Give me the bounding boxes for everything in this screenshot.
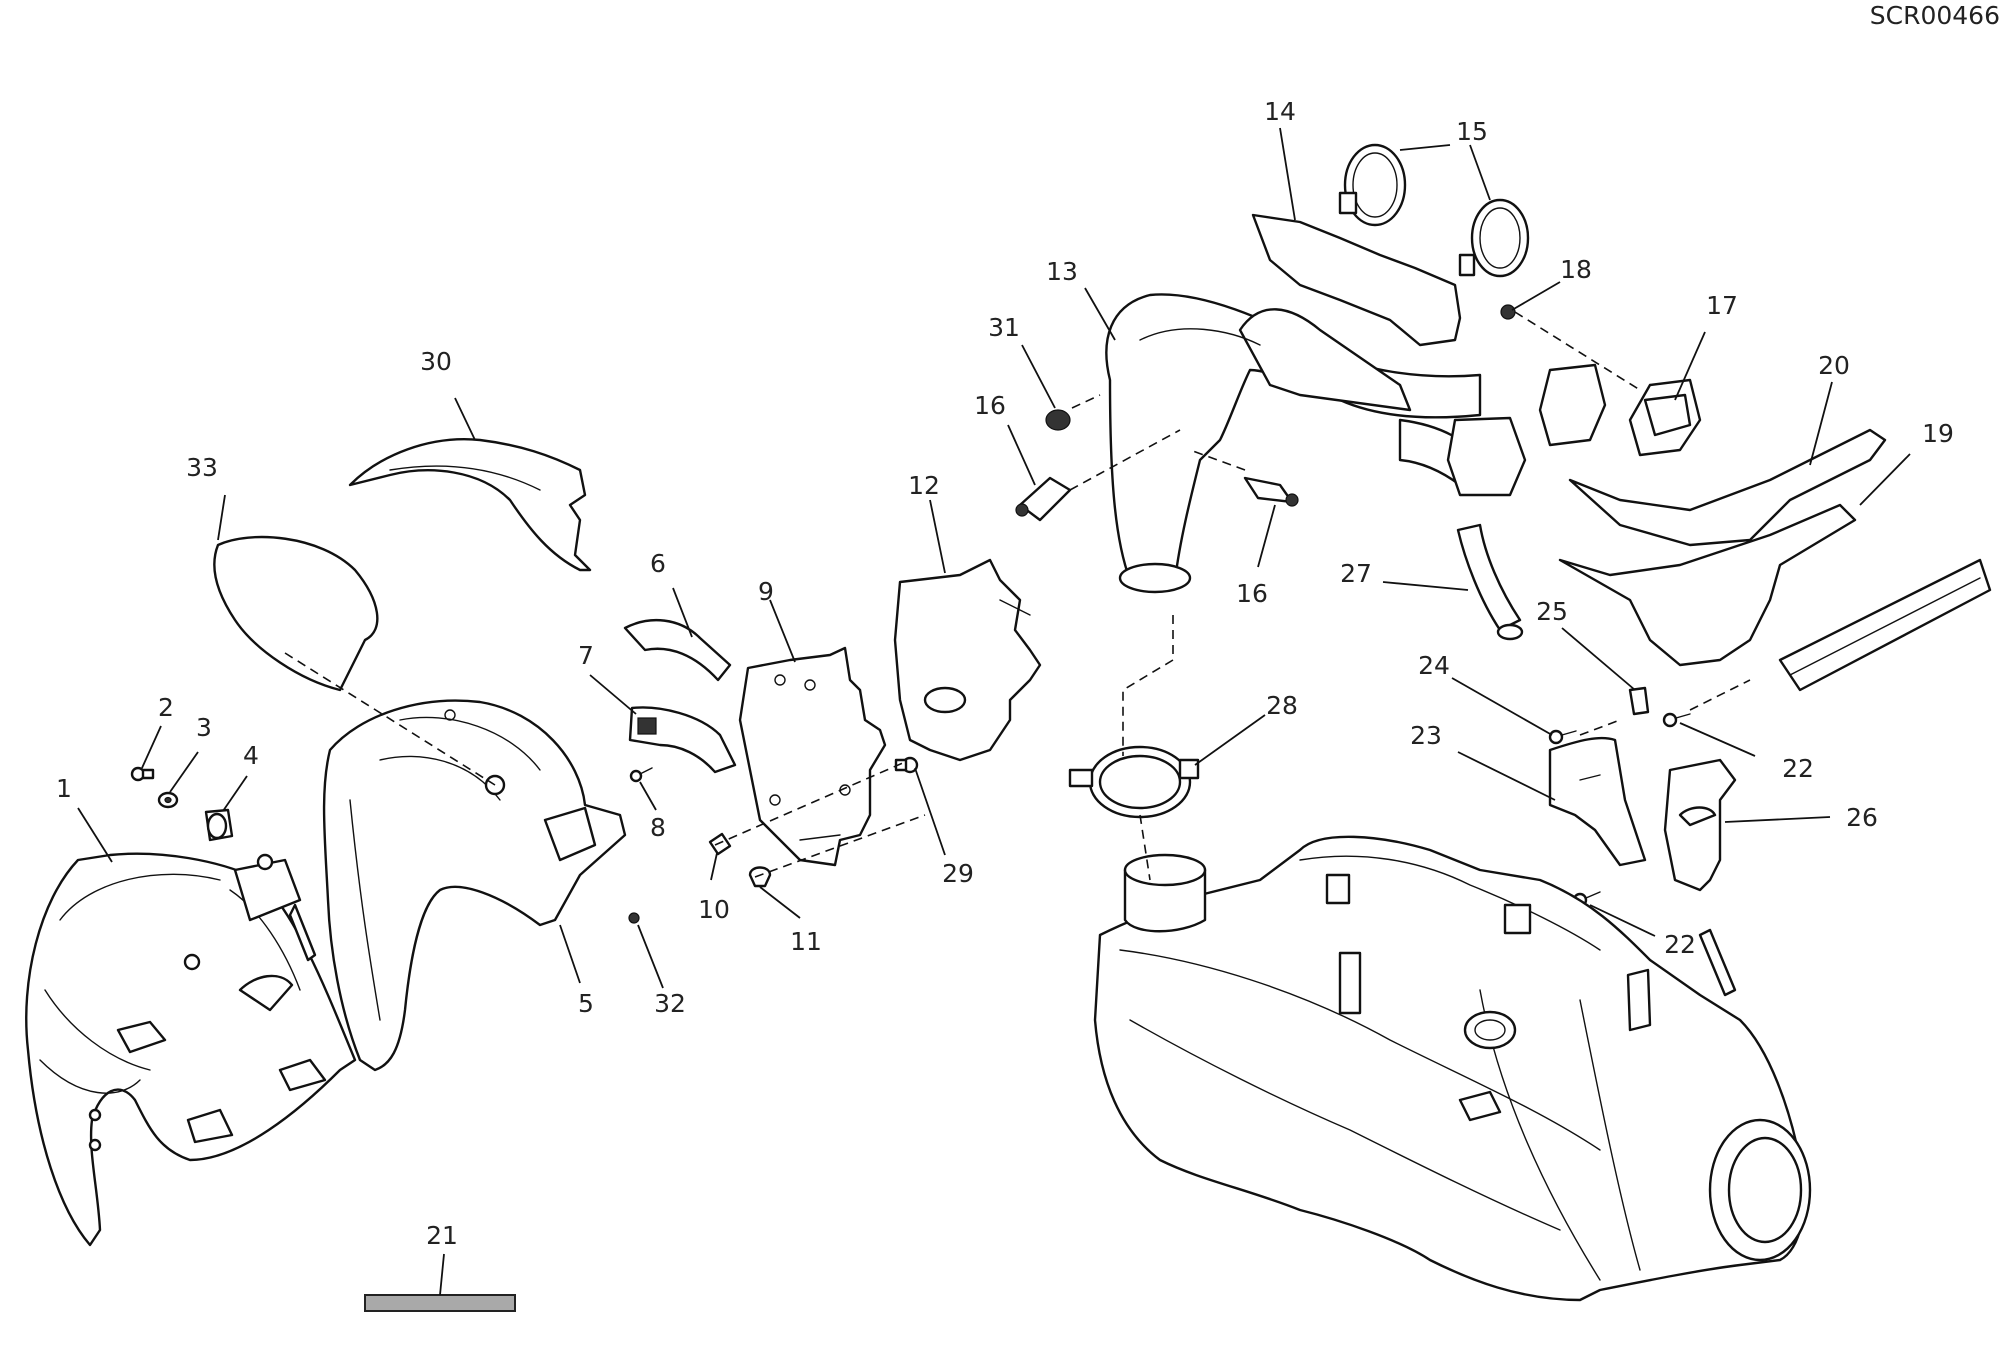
part-31-grommet <box>1045 409 1071 431</box>
part-5-inner-cover <box>322 699 627 1072</box>
callout-6: 6 <box>650 549 666 578</box>
part-13-exhaust-header <box>1105 293 1492 594</box>
callout-2: 2 <box>158 693 174 722</box>
callout-9: 9 <box>758 577 774 606</box>
part-23-bracket <box>1548 736 1647 867</box>
callout-16a: 16 <box>974 391 1006 420</box>
callout-19: 19 <box>1922 419 1954 448</box>
part-18-nut <box>1500 304 1516 320</box>
part-27-hose <box>1456 523 1524 641</box>
callout-13: 13 <box>1046 257 1078 286</box>
part-8-screw <box>629 767 653 783</box>
callout-30: 30 <box>420 347 452 376</box>
part-19-guard <box>1558 503 1857 667</box>
callout-32: 32 <box>654 989 686 1018</box>
part-1-heel-guard <box>25 852 357 1247</box>
callout-23: 23 <box>1410 721 1442 750</box>
callout-27: 27 <box>1340 559 1372 588</box>
leader-lines <box>77 127 1911 1296</box>
callout-12: 12 <box>908 471 940 500</box>
callout-20: 20 <box>1818 351 1850 380</box>
part-33-pad <box>213 535 379 692</box>
callout-18: 18 <box>1560 255 1592 284</box>
part-16-lambda-sensor-right <box>1243 476 1299 507</box>
callout-7: 7 <box>578 641 594 670</box>
callout-22b: 22 <box>1664 930 1696 959</box>
callout-11: 11 <box>790 927 822 956</box>
callout-10: 10 <box>698 895 730 924</box>
part-30-heat-shield <box>348 438 592 572</box>
callout-25: 25 <box>1536 597 1568 626</box>
part-11-plug <box>748 866 772 888</box>
part-24-screw <box>1548 729 1577 745</box>
callout-8: 8 <box>650 813 666 842</box>
drawing-code: SCR00466 <box>1870 1 2000 30</box>
callout-15: 15 <box>1456 117 1488 146</box>
callout-3: 3 <box>196 713 212 742</box>
part-6-bracket <box>623 618 732 682</box>
assembly-lines <box>284 311 1751 881</box>
part-17-gasket <box>1628 378 1702 457</box>
part-14-header-guard <box>1251 213 1462 347</box>
callout-22a: 22 <box>1782 754 1814 783</box>
callout-26: 26 <box>1846 803 1878 832</box>
flange-gasket <box>1446 363 1607 497</box>
part-15-clamp-lower <box>1458 198 1530 278</box>
part-4-rubber-bush <box>204 808 234 842</box>
part-3-washer <box>157 791 179 809</box>
callout-16b: 16 <box>1236 579 1268 608</box>
part-22-screw-upper <box>1662 712 1691 728</box>
callout-labels: 1 2 3 4 5 6 7 8 9 10 11 12 13 14 15 16 1… <box>56 97 1954 1250</box>
part-29-screw <box>894 756 919 774</box>
callout-17: 17 <box>1706 291 1738 320</box>
end-cover-strip <box>1778 558 1992 692</box>
silencer-body <box>1093 835 1812 1302</box>
part-26-end-cover <box>1663 758 1737 892</box>
callout-29: 29 <box>942 859 974 888</box>
silencer-inlet-pipe <box>1123 853 1207 933</box>
callout-24: 24 <box>1418 651 1450 680</box>
callout-33: 33 <box>186 453 218 482</box>
callout-28: 28 <box>1266 691 1298 720</box>
callout-1: 1 <box>56 774 72 803</box>
callout-31: 31 <box>988 313 1020 342</box>
callout-14: 14 <box>1264 97 1296 126</box>
part-2-screw <box>130 766 155 782</box>
part-28-clamp <box>1068 745 1200 819</box>
callout-4: 4 <box>243 741 259 770</box>
part-7-valve-bracket <box>628 706 737 774</box>
part-32-screw <box>628 912 640 924</box>
part-20-guard <box>1568 428 1887 547</box>
part-15-clamp-upper <box>1338 143 1407 227</box>
part-9-heat-shield <box>738 646 887 867</box>
part-12-heat-shield <box>893 558 1042 762</box>
callout-5: 5 <box>578 989 594 1018</box>
part-10-clip <box>708 832 732 856</box>
callout-21: 21 <box>426 1221 458 1250</box>
part-16-lambda-sensor-left <box>1015 476 1072 522</box>
part-21-strip <box>364 1294 516 1312</box>
part-25-clip <box>1628 686 1650 716</box>
